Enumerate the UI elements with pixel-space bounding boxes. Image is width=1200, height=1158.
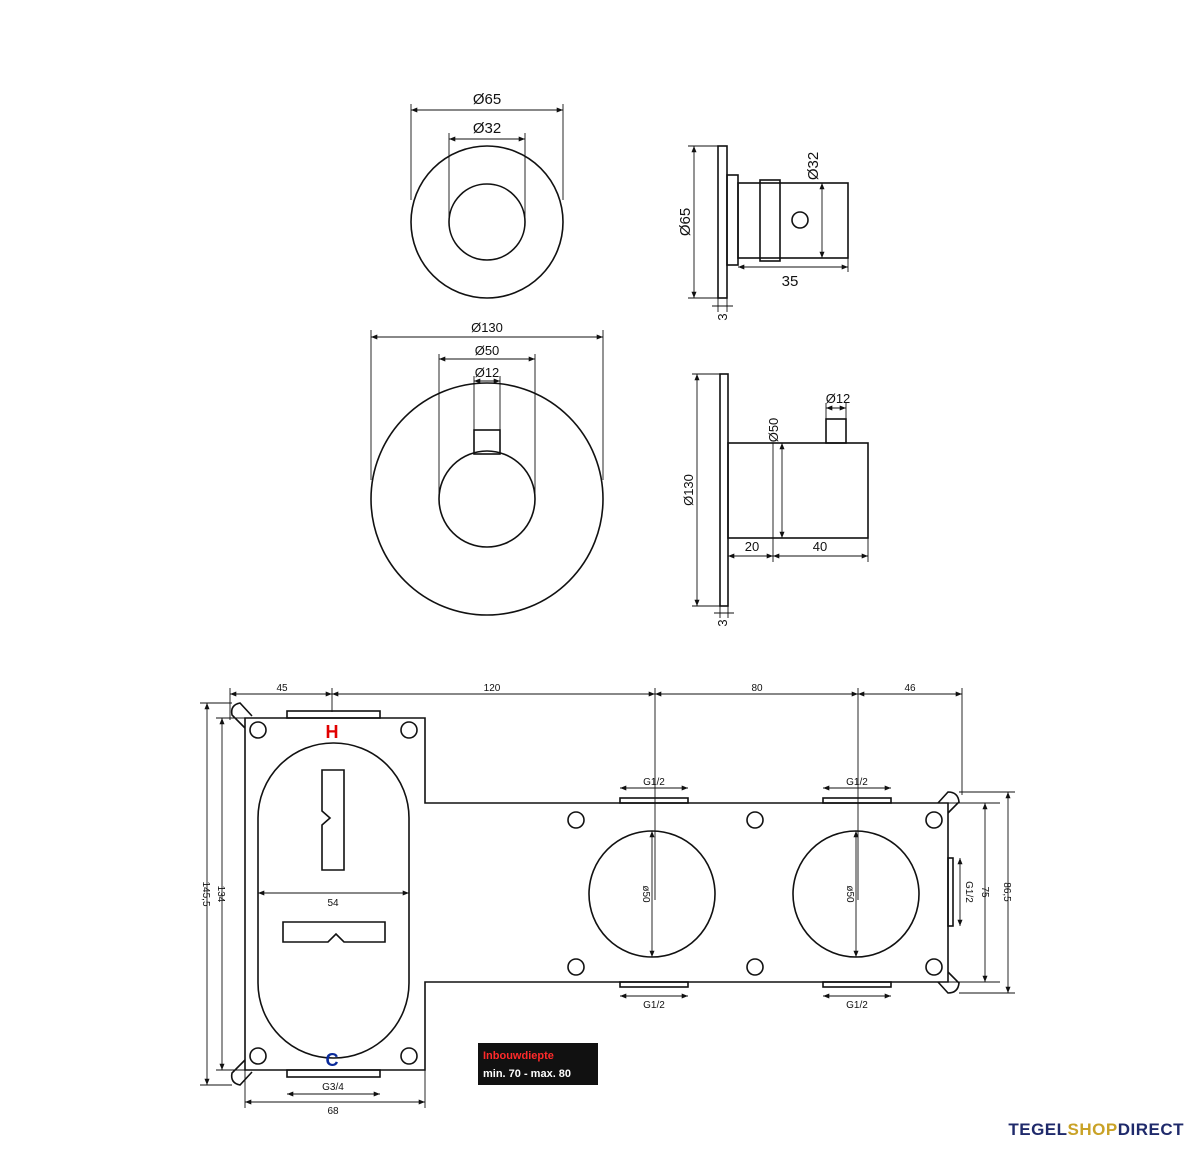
thread-bottom-right: G1/2 xyxy=(846,1000,868,1011)
dim-knob-dia: Ø50 xyxy=(475,343,500,358)
install-depth-value: min. 70 - max. 80 xyxy=(483,1068,571,1080)
knob-inner-circle xyxy=(448,183,526,261)
cold-label: C xyxy=(326,1050,339,1070)
dim-stem-dia: Ø12 xyxy=(475,365,500,380)
mid-knob-front-view: Ø130 Ø50 Ø12 xyxy=(370,320,604,616)
install-depth-title: Inbouwdiepte xyxy=(483,1050,554,1062)
dim-side-height: Ø65 xyxy=(677,208,694,236)
thread-bottom-left: G1/2 xyxy=(643,1000,665,1011)
dim-height-inner: 134 xyxy=(215,886,226,903)
dim-side-offset: 20 xyxy=(745,539,759,554)
dim-right-86-5: 86,5 xyxy=(1001,882,1012,902)
thread-side: G1/2 xyxy=(963,881,974,903)
mounting-box: 45 120 80 46 xyxy=(200,683,1015,1117)
brand-part-2: SHOP xyxy=(1067,1120,1118,1139)
dim-top-46: 46 xyxy=(904,683,916,694)
dim-side-knob: Ø50 xyxy=(766,418,781,443)
dim-outer-dia: Ø65 xyxy=(473,91,501,108)
mid-knob-side-view: Ø130 Ø50 Ø12 20 40 3 xyxy=(681,373,869,627)
rosette-outer-circle xyxy=(410,145,564,299)
valve-chamber xyxy=(257,742,410,1059)
dim-side-depth: 35 xyxy=(782,273,799,290)
knob-circle xyxy=(438,450,536,548)
install-depth-label: Inbouwdiepte min. 70 - max. 80 xyxy=(478,1043,598,1085)
top-knob-front-view: Ø65 Ø32 xyxy=(410,91,564,299)
dim-slot-width: 54 xyxy=(327,898,339,909)
thread-top-right: G1/2 xyxy=(846,777,868,788)
top-knob-side-view: Ø65 Ø32 35 3 xyxy=(677,145,849,321)
dim-cartridge-right: ø50 xyxy=(844,885,855,903)
thread-inlet: G3/4 xyxy=(322,1082,344,1093)
dim-mid-side-plate: 3 xyxy=(715,619,730,626)
dim-side-plate: 3 xyxy=(715,313,730,320)
dim-top-120: 120 xyxy=(484,683,501,694)
dim-top-80: 80 xyxy=(751,683,763,694)
dim-top-45: 45 xyxy=(276,683,288,694)
dim-height-outer: 145,5 xyxy=(200,881,211,906)
dim-side-body-dia: Ø32 xyxy=(805,152,822,180)
dim-side-stem: Ø12 xyxy=(826,391,851,406)
dim-inner-dia: Ø32 xyxy=(473,120,501,137)
knob-stem xyxy=(473,429,501,455)
dim-rosette-dia: Ø130 xyxy=(471,320,503,335)
dim-right-75: 75 xyxy=(979,886,990,898)
thread-top-left: G1/2 xyxy=(643,777,665,788)
dim-bottom-width: 68 xyxy=(327,1106,339,1117)
brand-part-1: TEGEL xyxy=(1008,1120,1068,1139)
hot-label: H xyxy=(326,722,339,742)
brand-part-3: DIRECT xyxy=(1117,1120,1184,1139)
dim-side-rosette: Ø130 xyxy=(681,474,696,506)
rosette-large-circle xyxy=(370,382,604,616)
brand-logo: TEGELSHOPDIRECT xyxy=(1008,1120,1184,1140)
dim-cartridge-left: ø50 xyxy=(640,885,651,903)
dim-side-body-depth: 40 xyxy=(813,539,827,554)
